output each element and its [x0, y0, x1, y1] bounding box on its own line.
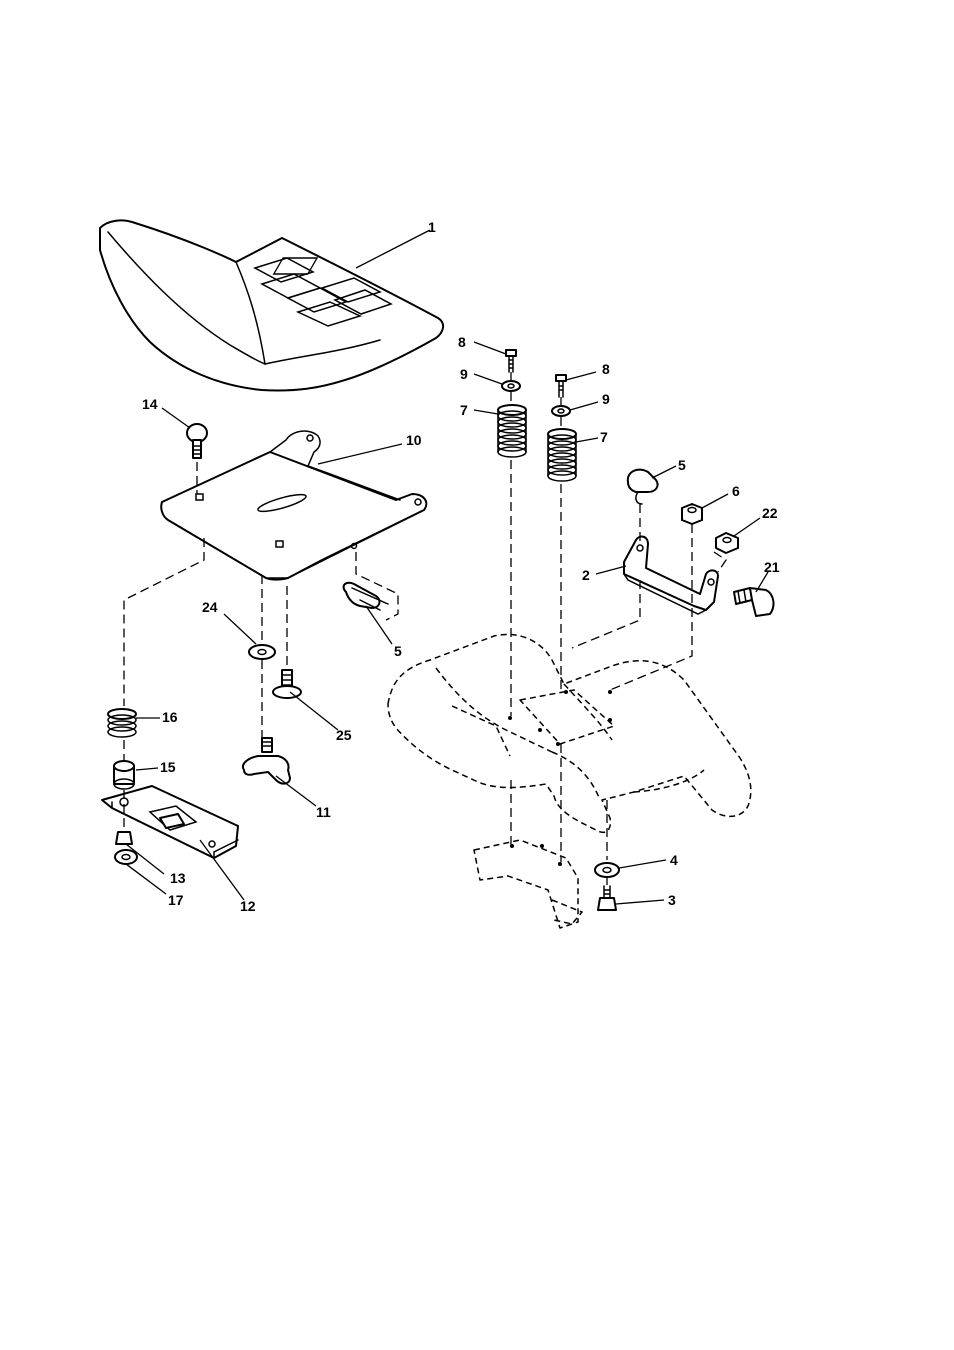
- flat-washer: [249, 645, 275, 659]
- bolt-left: [506, 350, 516, 372]
- wing-knob: [243, 738, 290, 784]
- callout-25: 25: [336, 727, 352, 743]
- seat-bracket: [624, 537, 718, 614]
- callout-7-right: 7: [600, 429, 608, 445]
- callout-13: 13: [170, 870, 186, 886]
- callout-10: 10: [406, 432, 422, 448]
- callout-22: 22: [762, 505, 778, 521]
- callout-17: 17: [168, 892, 184, 908]
- lock-washer: [115, 850, 137, 864]
- callout-9-left: 9: [460, 366, 468, 382]
- hairpin-clip-left: [344, 583, 388, 610]
- callout-6: 6: [732, 483, 740, 499]
- callout-3: 3: [668, 892, 676, 908]
- callout-8-left: 8: [458, 334, 466, 350]
- callout-16: 16: [162, 709, 178, 725]
- callout-7-left: 7: [460, 402, 468, 418]
- spring-small: [108, 709, 136, 737]
- callout-21: 21: [764, 559, 780, 575]
- washer-left: [502, 381, 520, 391]
- shoulder-bolt: [273, 670, 301, 698]
- shoulder-bolt-bracket: [734, 588, 773, 616]
- hex-nut: [682, 504, 702, 524]
- callout-1: 1: [428, 219, 436, 235]
- callout-4: 4: [670, 852, 678, 868]
- hex-bolt: [598, 886, 616, 910]
- callout-24: 24: [202, 599, 218, 615]
- callout-8-right: 8: [602, 361, 610, 377]
- callout-9-right: 9: [602, 391, 610, 407]
- washer-right: [552, 406, 570, 416]
- bolt-right: [556, 375, 566, 397]
- spring-right: [548, 429, 576, 481]
- hex-nut-small: [116, 832, 132, 844]
- carriage-bolt: [187, 424, 207, 458]
- callout-12: 12: [240, 898, 256, 914]
- callout-5-left: 5: [394, 643, 402, 659]
- callout-15: 15: [160, 759, 176, 775]
- seat: [100, 220, 443, 390]
- assembly-lines: [124, 372, 726, 886]
- adjustment-plate: [102, 786, 238, 858]
- hairpin-clip-right: [628, 470, 658, 504]
- washer-frame: [595, 863, 619, 877]
- bushing: [114, 761, 134, 789]
- mounting-frame-outline: [388, 634, 751, 928]
- callout-2: 2: [582, 567, 590, 583]
- callout-11: 11: [316, 804, 331, 820]
- spring-left: [498, 405, 526, 457]
- callout-5-right: 5: [678, 457, 686, 473]
- callout-14: 14: [142, 396, 158, 412]
